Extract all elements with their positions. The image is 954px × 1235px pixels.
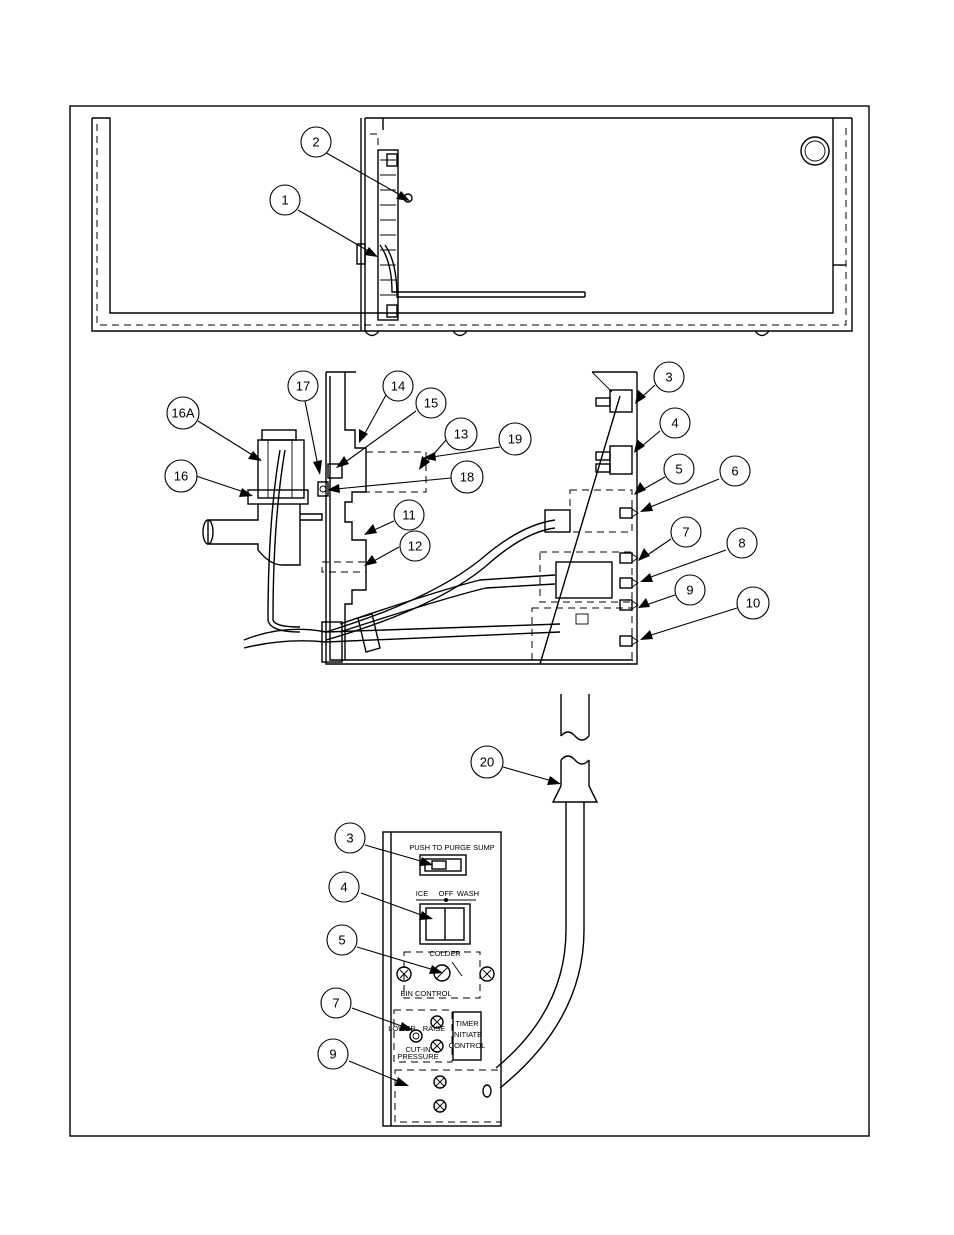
timer-line1: TIMER <box>455 1019 479 1028</box>
callout-13: 13 <box>444 417 478 451</box>
callout-3: 3 <box>653 361 685 393</box>
bin-colder-label: COLDER <box>429 949 461 958</box>
drawing-frame <box>69 105 870 1137</box>
callout-17: 17 <box>287 370 319 402</box>
svg-text:20: 20 <box>480 755 494 770</box>
svg-text:13: 13 <box>454 427 468 442</box>
callout-7: 7 <box>670 516 702 548</box>
switch-wash-label: WASH <box>457 889 479 898</box>
pressure-line2: PRESSURE <box>397 1052 438 1061</box>
svg-text:7: 7 <box>332 996 339 1011</box>
callout-9: 9 <box>674 574 706 606</box>
callout-20: 20 <box>470 745 504 779</box>
svg-text:5: 5 <box>338 933 345 948</box>
svg-text:3: 3 <box>665 370 672 385</box>
pressure-line1: CUT-IN <box>406 1045 431 1054</box>
callout-8: 8 <box>726 527 758 559</box>
svg-text:4: 4 <box>671 416 678 431</box>
callout-1: 1 <box>269 184 301 216</box>
callout-6: 6 <box>719 455 751 487</box>
callout-15: 15 <box>415 387 447 419</box>
svg-text:8: 8 <box>738 536 745 551</box>
callout-5: 5 <box>663 453 695 485</box>
svg-text:19: 19 <box>508 432 522 447</box>
svg-text:2: 2 <box>312 135 319 150</box>
svg-text:5: 5 <box>675 462 682 477</box>
svg-text:9: 9 <box>329 1047 336 1062</box>
leader-lines <box>195 150 738 1086</box>
callout-2: 2 <box>300 126 332 158</box>
svg-text:9: 9 <box>686 583 693 598</box>
right-side-screws <box>619 507 639 647</box>
svg-text:15: 15 <box>424 396 438 411</box>
callout-panel-5: 5 <box>326 924 358 956</box>
bin-control-label: BIN CONTROL <box>400 989 451 998</box>
svg-text:7: 7 <box>682 525 689 540</box>
svg-text:16: 16 <box>174 469 188 484</box>
svg-text:4: 4 <box>340 880 347 895</box>
svg-text:1: 1 <box>281 193 288 208</box>
callout-19: 19 <box>498 422 532 456</box>
svg-text:3: 3 <box>346 831 353 846</box>
water-valve <box>202 429 329 566</box>
callout-panel-9: 9 <box>317 1038 349 1070</box>
purge-label: PUSH TO PURGE SUMP <box>409 843 495 852</box>
svg-text:12: 12 <box>408 539 422 554</box>
callout-panel-4: 4 <box>328 871 360 903</box>
callout-4: 4 <box>659 407 691 439</box>
switch-ice-label: ICE <box>416 889 429 898</box>
callout-panel-7: 7 <box>320 987 352 1019</box>
callout-10: 10 <box>736 586 770 620</box>
cabinet-top-view <box>91 117 853 337</box>
svg-text:14: 14 <box>391 379 405 394</box>
svg-text:6: 6 <box>731 464 738 479</box>
timer-line3: CONTROL <box>449 1041 486 1050</box>
control-box-side-view <box>202 371 639 665</box>
svg-text:18: 18 <box>460 470 474 485</box>
svg-text:11: 11 <box>402 508 416 523</box>
callout-panel-3: 3 <box>334 822 366 854</box>
switch-off-label: OFF <box>439 889 454 898</box>
capillary-tube <box>495 694 599 1089</box>
pressure-raise-label: RAISE <box>423 1024 446 1033</box>
callout-16: 16 <box>164 459 198 493</box>
svg-text:16A: 16A <box>171 406 194 421</box>
svg-text:10: 10 <box>746 596 760 611</box>
control-panel-front: PUSH TO PURGE SUMP ICE OFF WASH COLDER B… <box>382 831 502 1127</box>
callout-14: 14 <box>382 370 414 402</box>
timer-line2: INITIATE <box>452 1030 482 1039</box>
svg-text:17: 17 <box>296 379 310 394</box>
callout-18: 18 <box>450 460 484 494</box>
callout-16a: 16A <box>166 396 200 430</box>
callout-11: 11 <box>393 499 425 531</box>
callouts: 1 2 3 4 5 6 7 8 9 10 11 12 13 14 15 16 1… <box>164 126 770 1070</box>
callout-12: 12 <box>399 530 431 562</box>
